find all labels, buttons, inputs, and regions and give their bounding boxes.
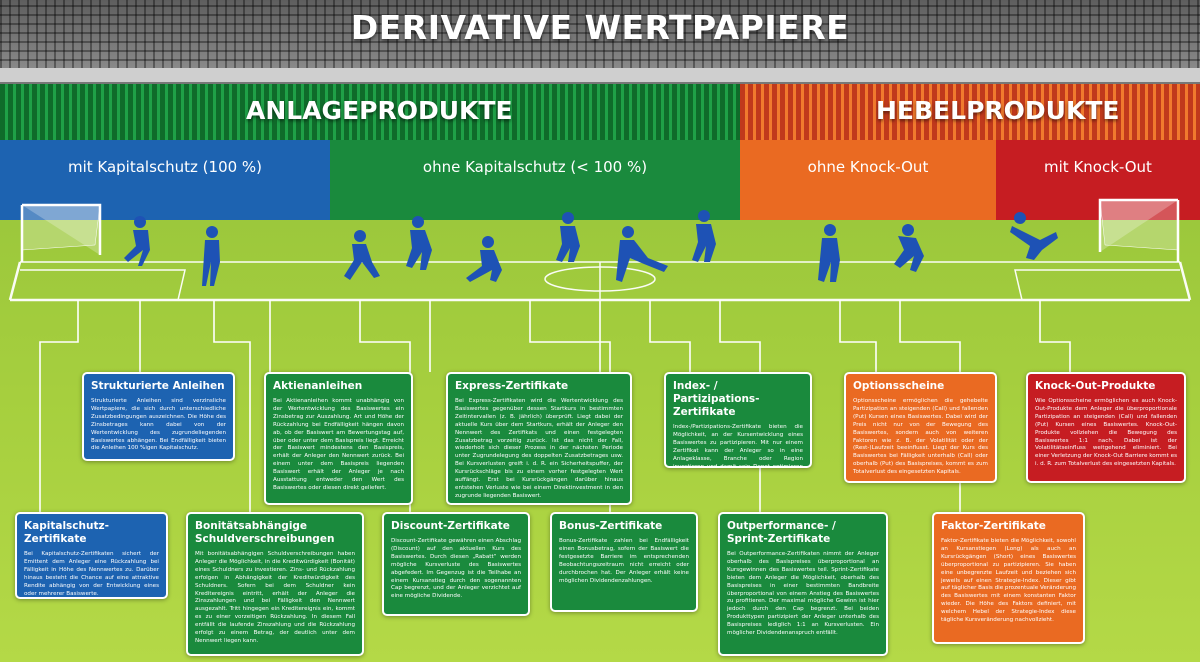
- card-bonus-zertifikate: Bonus-Zertifikate Bonus-Zertifikate zahl…: [550, 512, 698, 612]
- stadium-divider: [0, 68, 1200, 84]
- card-title: Discount-Zertifikate: [391, 520, 510, 532]
- card-text: Discount-Zertifikate gewähren einen Absc…: [391, 538, 521, 600]
- card-text: Strukturierte Anleihen sind verzinsliche…: [91, 398, 226, 452]
- card-title: Express-Zertifikate: [455, 380, 569, 392]
- card-discount-zertifikate: Discount-Zertifikate Discount-Zertifikat…: [382, 512, 530, 616]
- page-title: DERIVATIVE WERTPAPIERE: [350, 8, 850, 47]
- banner-label: ohne Knock-Out: [807, 158, 929, 176]
- card-text: Wie Optionsscheine ermöglichen es auch K…: [1035, 398, 1177, 468]
- player-icon: [344, 230, 380, 280]
- player-icon: [692, 210, 716, 262]
- banner-label: mit Knock-Out: [1044, 158, 1152, 176]
- card-title: Index- / Partizipations-Zertifikate: [673, 380, 760, 418]
- card-express-zertifikate: Express-Zertifikate Bei Express-Zertifik…: [446, 372, 632, 505]
- card-title: Kapitalschutz-Zertifikate: [24, 520, 109, 545]
- card-bonitaetsabhaengige-schuldverschreibungen: Bonitätsabhängige Schuldverschreibungen …: [186, 512, 364, 656]
- section-title-anlage: ANLAGEPRODUKTE: [246, 96, 513, 125]
- card-outperformance-sprint-zertifikate: Outperformance- / Sprint-Zertifikate Bei…: [718, 512, 888, 656]
- player-icon: [466, 236, 502, 282]
- card-index-partizipations-zertifikate: Index- / Partizipations-Zertifikate Inde…: [664, 372, 812, 468]
- card-text: Faktor-Zertifikate bieten die Möglichkei…: [941, 538, 1076, 624]
- player-icon: [406, 216, 432, 270]
- card-title: Optionsscheine: [853, 380, 945, 392]
- player-icon: [202, 226, 220, 286]
- player-icon: [1010, 212, 1058, 260]
- card-title: Outperformance- / Sprint-Zertifikate: [727, 520, 836, 545]
- card-title: Knock-Out-Produkte: [1035, 380, 1156, 392]
- banner-ohne-kapitalschutz: ohne Kapitalschutz (< 100 %): [330, 140, 740, 220]
- card-aktienanleihen: Aktienanleihen Bei Aktienanleihen kommt …: [264, 372, 413, 505]
- player-icon: [124, 216, 150, 266]
- goal-right-icon: [1098, 198, 1180, 262]
- section-title-hebel: HEBELPRODUKTE: [876, 96, 1120, 125]
- card-kapitalschutz-zertifikate: Kapitalschutz-Zertifikate Bei Kapitalsch…: [15, 512, 168, 599]
- stadium-stands: [0, 0, 1200, 70]
- card-text: Index-/Partizipations-Zertifikate bieten…: [673, 424, 803, 468]
- card-strukturierte-anleihen: Strukturierte Anleihen Strukturierte Anl…: [82, 372, 235, 461]
- player-icon: [818, 224, 840, 282]
- card-title: Bonus-Zertifikate: [559, 520, 663, 532]
- banner-label: ohne Kapitalschutz (< 100 %): [422, 158, 648, 176]
- card-text: Optionsscheine ermöglichen die gehebelte…: [853, 398, 988, 476]
- card-text: Bei Outperformance-Zertifikaten nimmt de…: [727, 551, 879, 637]
- banner-ohne-knockout: ohne Knock-Out: [740, 140, 996, 220]
- card-title: Aktienanleihen: [273, 380, 363, 392]
- card-title: Bonitätsabhängige Schuldverschreibungen: [195, 520, 335, 545]
- banner-mit-knockout: mit Knock-Out: [996, 140, 1200, 220]
- card-text: Bei Aktienanleihen kommt unabhängig von …: [273, 398, 404, 491]
- card-text: Bonus-Zertifikate zahlen bei Endfälligke…: [559, 538, 689, 584]
- card-optionsscheine: Optionsscheine Optionsscheine ermögliche…: [844, 372, 997, 483]
- goal-left-icon: [20, 203, 102, 262]
- card-title: Faktor-Zertifikate: [941, 520, 1046, 532]
- card-knock-out-produkte: Knock-Out-Produkte Wie Optionsscheine er…: [1026, 372, 1186, 483]
- player-icon: [894, 224, 924, 272]
- card-text: Bei Kapitalschutz-Zertifikaten sichert d…: [24, 551, 159, 597]
- card-title: Strukturierte Anleihen: [91, 380, 225, 392]
- banner-kapitalschutz: mit Kapitalschutz (100 %): [0, 140, 330, 220]
- player-icon: [616, 226, 668, 282]
- card-text: Bei Express-Zertifikaten wird die Werten…: [455, 398, 623, 499]
- banner-label: mit Kapitalschutz (100 %): [67, 158, 263, 176]
- card-text: Mit bonitätsabhängigen Schuldverschreibu…: [195, 551, 355, 644]
- card-faktor-zertifikate: Faktor-Zertifikate Faktor-Zertifikate bi…: [932, 512, 1085, 644]
- orange-seats: [740, 84, 1200, 140]
- player-icon: [556, 212, 580, 262]
- green-seats: [0, 84, 740, 140]
